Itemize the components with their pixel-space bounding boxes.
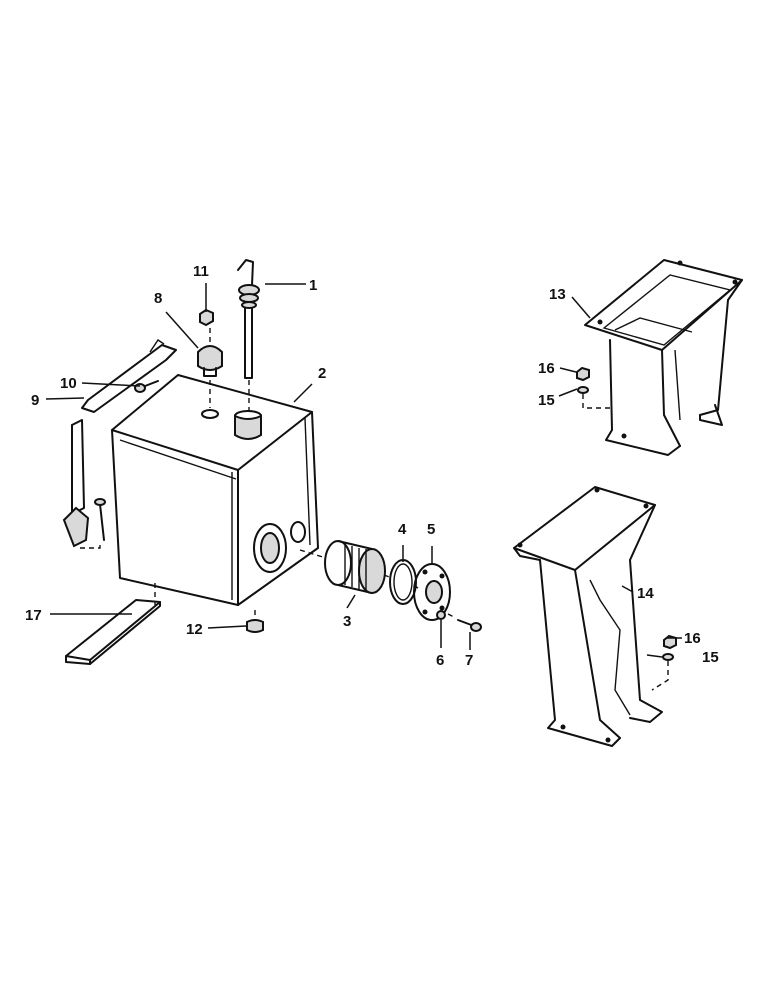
strap-bolt: [134, 380, 159, 393]
callout-9: 9: [31, 392, 39, 409]
callout-11: 11: [193, 263, 209, 280]
breather-cap: [197, 345, 223, 377]
callout-6: 6: [436, 652, 444, 669]
cover-bolt: [457, 619, 482, 632]
washer-15-lower: [662, 653, 674, 661]
hydraulic-tank: [111, 374, 319, 606]
dipstick: [237, 259, 260, 379]
lock-washer: [436, 610, 446, 620]
callout-15-lower: 15: [702, 649, 719, 666]
callout-7: 7: [465, 652, 473, 669]
nut-16-upper: [576, 366, 590, 382]
callout-12: 12: [186, 621, 203, 638]
callout-2: 2: [318, 365, 326, 382]
nut-16-lower: [663, 634, 677, 650]
callout-10: 10: [60, 375, 77, 392]
callout-13: 13: [549, 286, 566, 303]
assembly-lines: [80, 328, 669, 691]
filter-cover-plate: [413, 563, 451, 621]
callout-8: 8: [154, 290, 162, 307]
filter-element: [324, 540, 386, 594]
washer-15-upper: [577, 386, 589, 394]
mounting-bracket-14: [513, 486, 663, 747]
tank-strap: [62, 339, 177, 548]
callout-5: 5: [427, 521, 435, 538]
callout-3: 3: [343, 613, 351, 630]
nut: [199, 308, 214, 327]
callout-16-lower: 16: [684, 630, 701, 647]
callout-1: 1: [309, 277, 317, 294]
o-ring-gasket: [389, 559, 417, 605]
callout-16-upper: 16: [538, 360, 555, 377]
tank-pad: [65, 599, 161, 665]
callouts: 1 2 3 4 5 6 7 8 9 10 11 12 13 14 15 16 1…: [25, 263, 719, 669]
drain-plug: [246, 619, 264, 633]
callout-15-upper: 15: [538, 392, 555, 409]
callout-14: 14: [637, 585, 654, 602]
callout-4: 4: [398, 521, 407, 538]
mounting-bracket-13: [584, 259, 743, 456]
leader-lines: [45, 283, 682, 658]
callout-17: 17: [25, 607, 42, 624]
